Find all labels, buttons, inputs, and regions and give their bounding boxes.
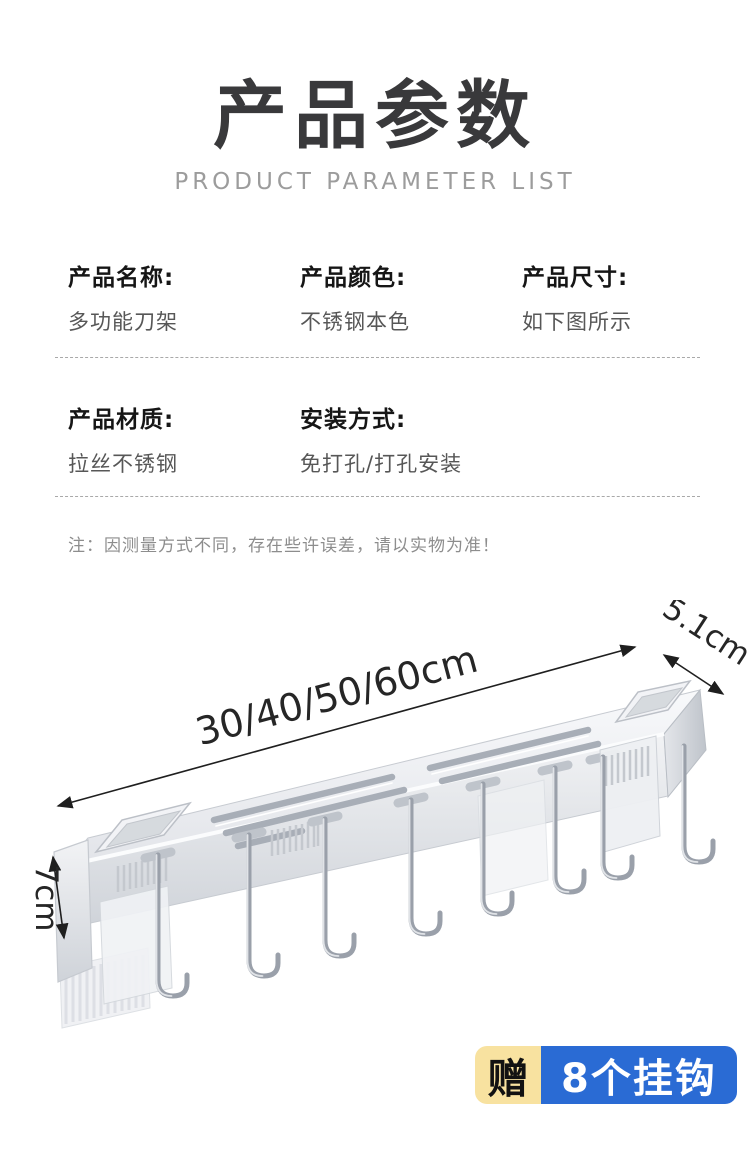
param-product-size: 产品尺寸: 如下图所示	[522, 258, 632, 336]
param-install-method: 安装方式: 免打孔/打孔安装	[300, 400, 522, 478]
depth-label: 5.1cm	[656, 600, 750, 673]
param-label: 产品颜色:	[300, 265, 407, 291]
height-arrow	[48, 855, 69, 940]
depth-arrow	[662, 654, 725, 695]
param-product-color: 产品颜色: 不锈钢本色	[300, 258, 522, 336]
param-label: 产品尺寸:	[522, 265, 629, 291]
gift-badge: 赠 8个挂钩	[475, 1046, 737, 1104]
param-value: 不锈钢本色	[300, 310, 410, 334]
param-label: 产品名称:	[68, 265, 175, 291]
param-value: 拉丝不锈钢	[68, 452, 178, 476]
param-row-2: 产品材质: 拉丝不锈钢 安装方式: 免打孔/打孔安装	[68, 400, 522, 478]
param-product-name: 产品名称: 多功能刀架	[68, 258, 300, 336]
page-subtitle: PRODUCT PARAMETER LIST	[174, 169, 576, 195]
param-label: 产品材质:	[68, 407, 175, 433]
length-label: 30/40/50/60cm	[191, 637, 482, 754]
param-row-1: 产品名称: 多功能刀架 产品颜色: 不锈钢本色 产品尺寸: 如下图所示	[68, 258, 632, 336]
param-value: 多功能刀架	[68, 310, 178, 334]
height-label: 7cm	[28, 865, 64, 932]
measurement-note: 注：因测量方式不同，存在些许误差，请以实物为准！	[68, 536, 500, 556]
page-title: 产品参数	[213, 73, 537, 159]
param-value: 如下图所示	[522, 310, 632, 334]
knife-rack-illustration: 30/40/50/60cm 5.1cm 7cm	[28, 600, 750, 1029]
param-label: 安装方式:	[300, 407, 407, 433]
param-value: 免打孔/打孔安装	[300, 452, 463, 476]
rib-lines	[116, 820, 320, 892]
gift-badge-label: 赠	[475, 1046, 541, 1104]
dashed-divider	[55, 496, 700, 497]
gift-badge-text: 8个挂钩	[541, 1046, 737, 1104]
length-arrow	[56, 644, 637, 809]
param-product-material: 产品材质: 拉丝不锈钢	[68, 400, 300, 478]
dashed-divider	[55, 357, 700, 358]
hooks	[155, 743, 716, 999]
